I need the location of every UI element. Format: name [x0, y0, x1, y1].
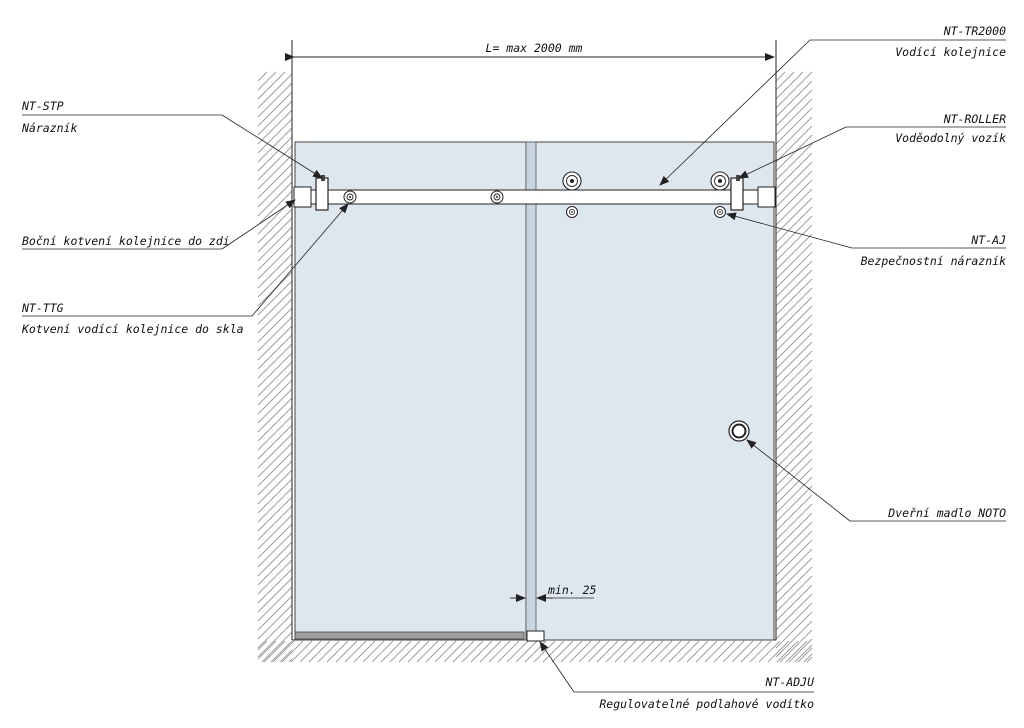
- roller-code: NT-ROLLER: [943, 112, 1006, 126]
- door-overlap-strip: [525, 141, 537, 641]
- gap-dimension-text: min. 25: [547, 583, 597, 597]
- stp-desc: Nárazník: [21, 121, 77, 135]
- adju-desc: Regulovatelné podlahové vodítko: [599, 697, 814, 711]
- floor-hatch: [257, 640, 813, 663]
- right-stopper-cap: [736, 175, 740, 181]
- ttg-code: NT-TTG: [21, 301, 64, 315]
- tr2000-code: NT-TR2000: [943, 24, 1006, 38]
- handle-leader: [746, 439, 851, 522]
- safety-bumper-right: [714, 206, 726, 218]
- handle-label: Dveřní madlo NOTO: [887, 506, 1006, 520]
- aj-leader: [726, 212, 853, 249]
- wall-anchor-leader: [221, 199, 296, 250]
- aj-code: NT-AJ: [970, 233, 1006, 247]
- sliding-glass-panel: [525, 141, 775, 641]
- ttg-desc: Kotvení vodící kolejnice do skla: [21, 322, 244, 336]
- adju-leader: [539, 641, 575, 693]
- guide-rail: [309, 189, 759, 205]
- right-wall-hatch: [775, 71, 813, 663]
- right-stopper: [730, 177, 744, 211]
- floor-guide: [526, 630, 545, 642]
- left-wall-hatch: [257, 71, 293, 663]
- ttg-fixing-right: [490, 190, 504, 204]
- tr2000-desc: Vodící kolejnice: [895, 45, 1006, 59]
- stp-code: NT-STP: [21, 99, 64, 113]
- roller-left: [562, 171, 582, 191]
- width-dimension-text: L= max 2000 mm: [486, 41, 583, 55]
- tr2000-leader: [659, 39, 811, 186]
- roller-desc: Voděodolný vozík: [895, 131, 1006, 145]
- safety-bumper-left: [566, 206, 578, 218]
- roller-right: [710, 171, 730, 191]
- ttg-leader: [251, 203, 349, 317]
- left-stopper-cap: [321, 175, 325, 181]
- adju-code: NT-ADJU: [765, 675, 815, 689]
- ttg-fixing-left: [343, 190, 357, 204]
- door-handle: [728, 420, 750, 442]
- fixed-glass-panel: [294, 141, 527, 641]
- roller-leader: [738, 126, 847, 179]
- aj-desc: Bezpečnostní nárazník: [861, 254, 1006, 268]
- floor-profile: [294, 631, 525, 640]
- wall-anchor-label: Boční kotvení kolejnice do zdi: [22, 234, 230, 248]
- left-wall-mount: [293, 186, 312, 208]
- right-wall-mount: [757, 186, 776, 208]
- stp-leader: [221, 114, 323, 179]
- left-stopper: [315, 177, 329, 211]
